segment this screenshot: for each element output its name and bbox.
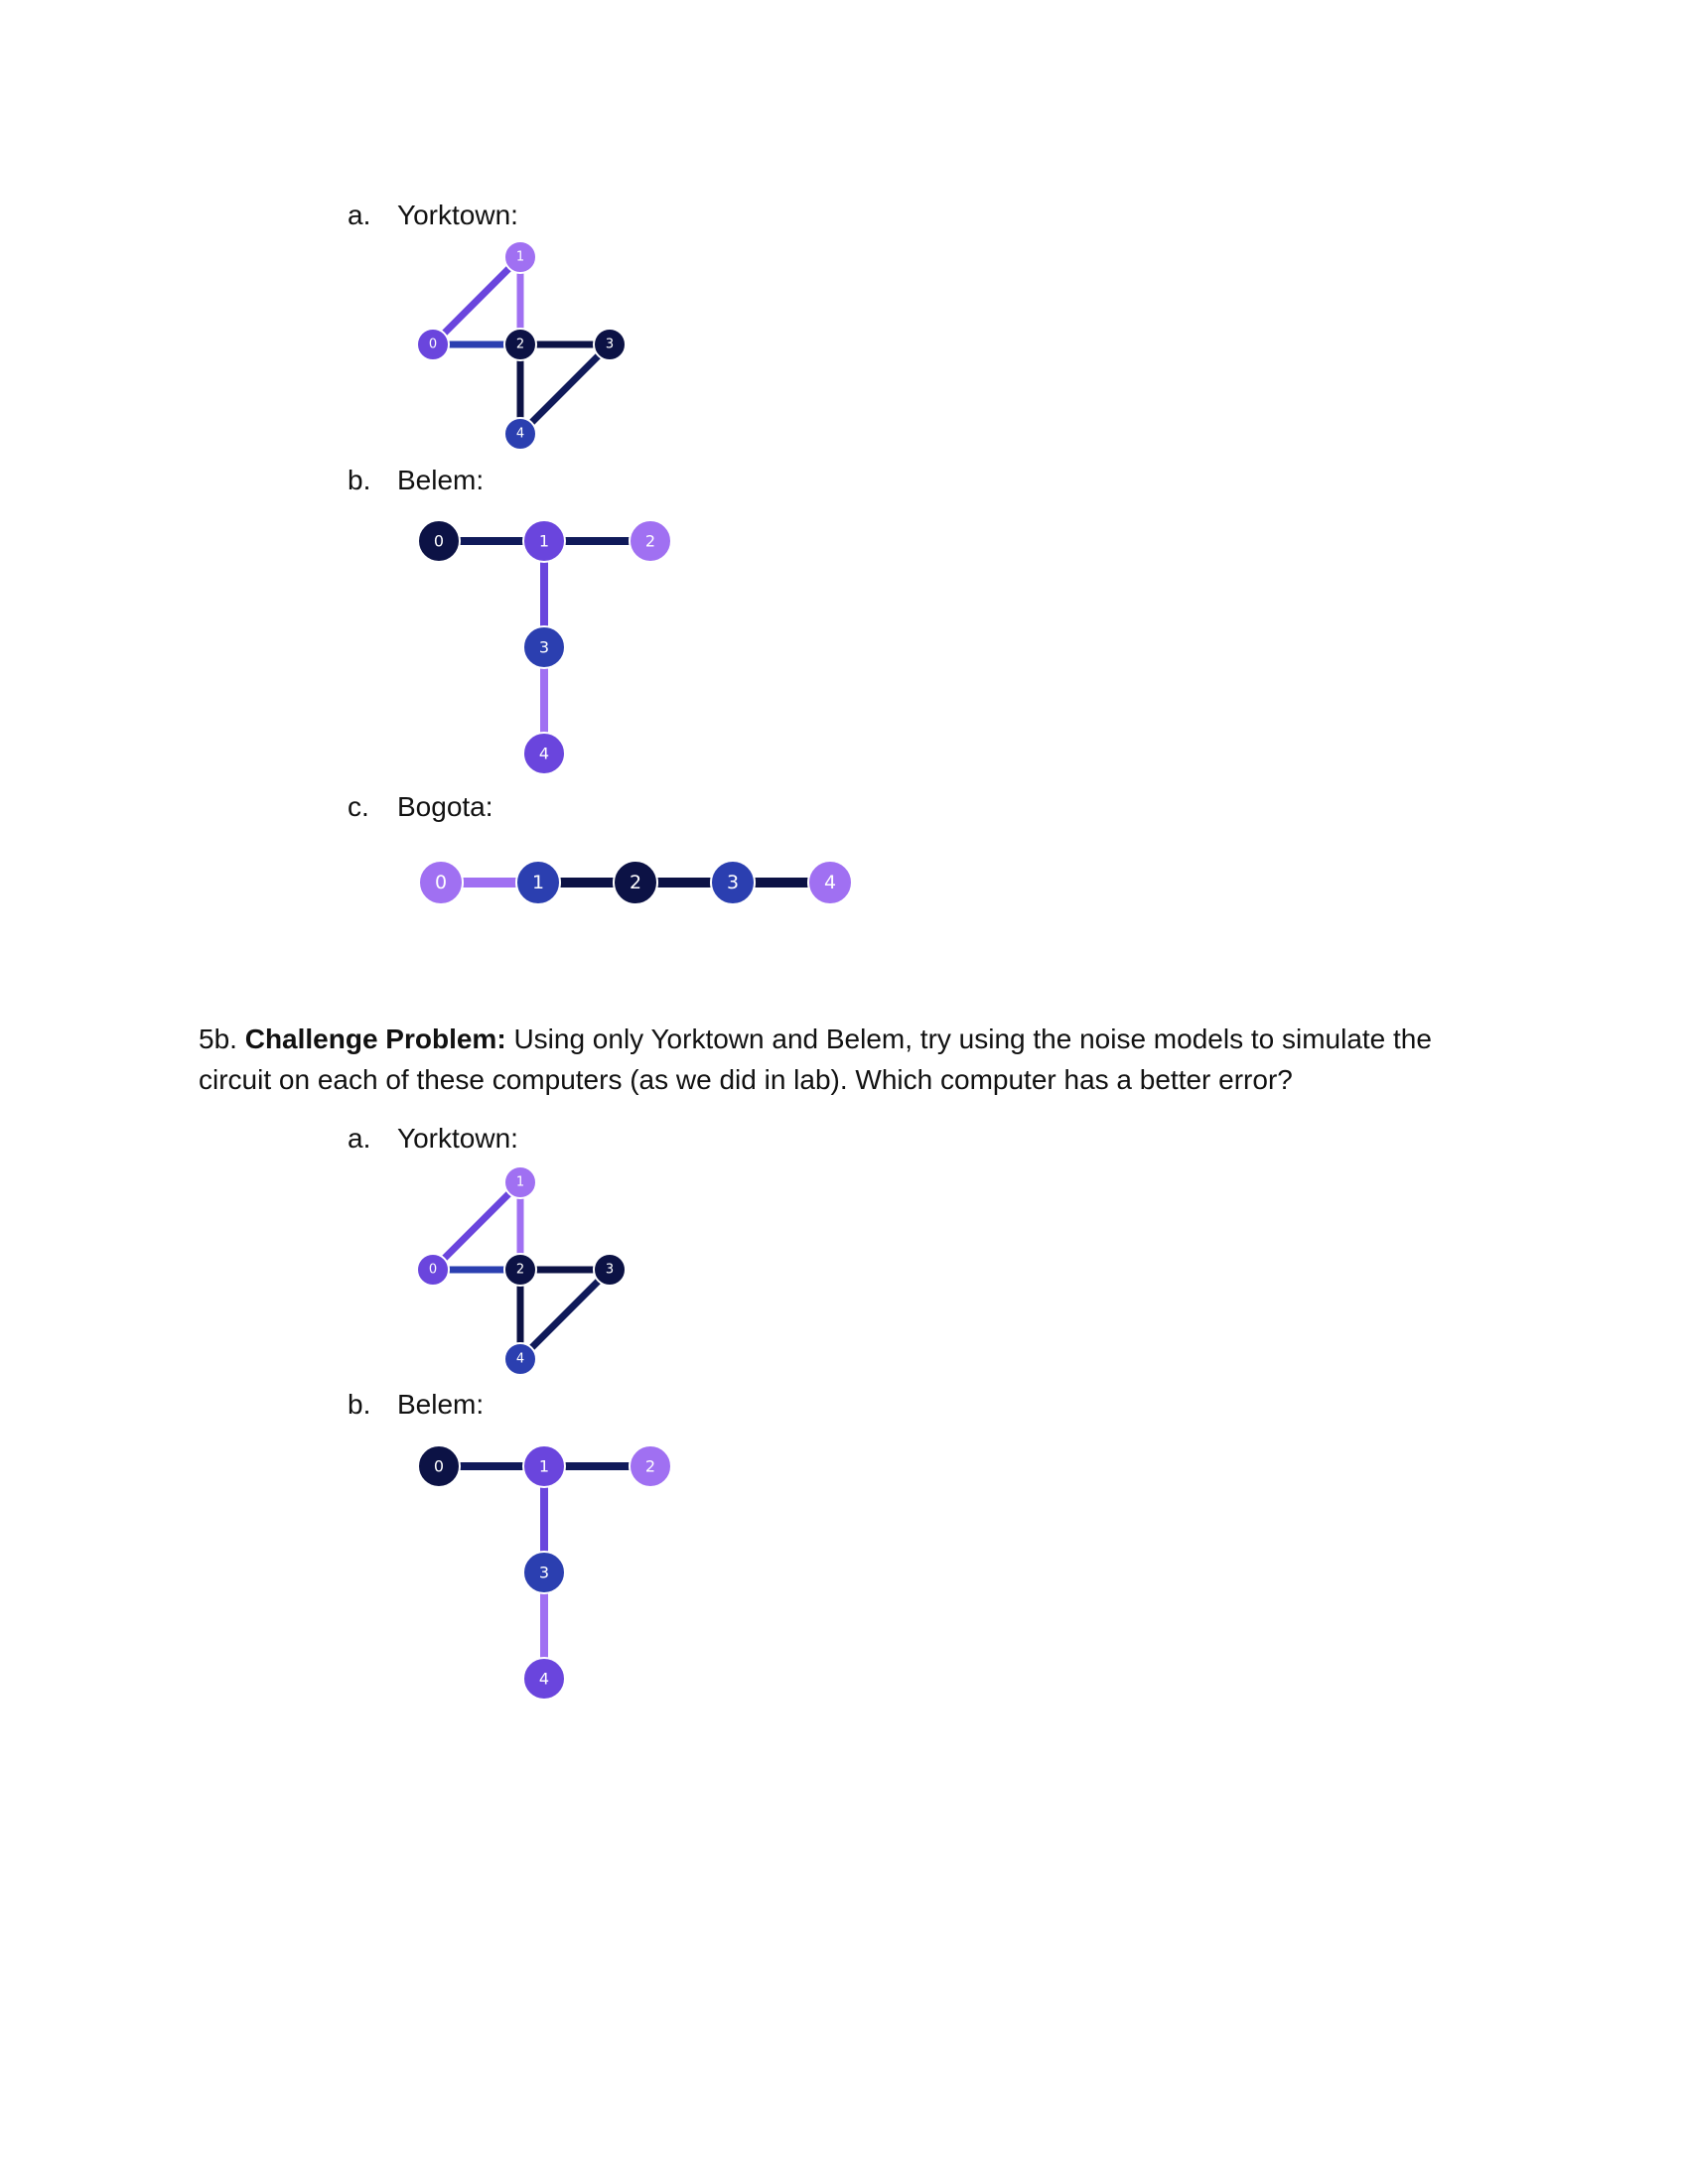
qubit-node-0: 0 xyxy=(416,328,450,361)
svg-text:1: 1 xyxy=(539,532,549,551)
item-label-belem-challenge: b. Belem: xyxy=(348,1388,484,1422)
svg-text:1: 1 xyxy=(532,872,544,893)
challenge-heading: Challenge Problem: xyxy=(244,1024,506,1054)
qubit-node-1: 1 xyxy=(503,240,537,274)
item-label-yorktown: a. Yorktown: xyxy=(348,199,518,232)
svg-text:2: 2 xyxy=(630,872,641,893)
svg-text:3: 3 xyxy=(727,872,739,893)
edge-3-4 xyxy=(517,1267,613,1362)
svg-text:4: 4 xyxy=(824,872,836,893)
qubit-node-2: 2 xyxy=(629,1444,672,1488)
qubit-node-1: 1 xyxy=(522,1444,566,1488)
item-name: Yorktown: xyxy=(397,1123,518,1154)
qubit-node-0: 0 xyxy=(416,1253,450,1287)
qubit-node-3: 3 xyxy=(522,625,566,669)
svg-text:2: 2 xyxy=(516,338,524,352)
svg-text:4: 4 xyxy=(539,745,549,763)
qubit-node-0: 0 xyxy=(417,519,461,563)
challenge-problem-paragraph: 5b. Challenge Problem: Using only Yorkto… xyxy=(199,1019,1489,1100)
svg-text:2: 2 xyxy=(645,532,655,551)
qubit-node-0: 0 xyxy=(417,1444,461,1488)
item-label-yorktown-challenge: a. Yorktown: xyxy=(348,1122,518,1156)
svg-text:1: 1 xyxy=(539,1457,549,1476)
svg-text:2: 2 xyxy=(516,1263,524,1278)
svg-text:2: 2 xyxy=(645,1457,655,1476)
item-letter: c. xyxy=(348,791,369,822)
item-label-belem: b. Belem: xyxy=(348,464,484,497)
svg-text:3: 3 xyxy=(539,638,549,657)
svg-text:1: 1 xyxy=(516,250,524,265)
item-letter: a. xyxy=(348,1123,371,1154)
edge-0-1 xyxy=(430,1179,523,1273)
qubit-node-4: 4 xyxy=(522,732,566,775)
svg-text:0: 0 xyxy=(429,1263,437,1278)
svg-text:3: 3 xyxy=(606,1263,614,1278)
qubit-node-2: 2 xyxy=(503,328,537,361)
edge-0-1 xyxy=(430,254,523,347)
qubit-node-3: 3 xyxy=(593,328,627,361)
qubit-node-0: 0 xyxy=(418,860,464,905)
qubit-node-2: 2 xyxy=(629,519,672,563)
svg-text:0: 0 xyxy=(429,338,437,352)
item-name: Yorktown: xyxy=(397,200,518,230)
svg-text:0: 0 xyxy=(434,1457,444,1476)
svg-text:4: 4 xyxy=(539,1670,549,1689)
qubit-node-4: 4 xyxy=(503,417,537,451)
qubit-node-1: 1 xyxy=(522,519,566,563)
qubit-node-2: 2 xyxy=(613,860,658,905)
item-label-bogota: c. Bogota: xyxy=(348,790,493,824)
qubit-node-1: 1 xyxy=(515,860,561,905)
svg-text:3: 3 xyxy=(539,1564,549,1582)
qubit-node-2: 2 xyxy=(503,1253,537,1287)
qubit-node-3: 3 xyxy=(522,1551,566,1594)
qubit-node-4: 4 xyxy=(503,1342,537,1376)
item-name: Belem: xyxy=(397,1389,485,1420)
svg-text:3: 3 xyxy=(606,338,614,352)
qubit-node-3: 3 xyxy=(710,860,756,905)
svg-text:4: 4 xyxy=(516,427,524,442)
item-name: Bogota: xyxy=(397,791,493,822)
item-letter: b. xyxy=(348,465,371,495)
edge-3-4 xyxy=(517,341,613,437)
svg-text:4: 4 xyxy=(516,1352,524,1367)
qubit-node-4: 4 xyxy=(807,860,853,905)
svg-text:0: 0 xyxy=(435,872,447,893)
item-letter: a. xyxy=(348,200,371,230)
problem-number: 5b. xyxy=(199,1024,237,1054)
qubit-node-4: 4 xyxy=(522,1657,566,1701)
qubit-node-1: 1 xyxy=(503,1165,537,1199)
item-name: Belem: xyxy=(397,465,485,495)
challenge-text: Using only Yorktown and Belem, try using… xyxy=(199,1024,1432,1095)
svg-text:1: 1 xyxy=(516,1175,524,1190)
item-letter: b. xyxy=(348,1389,371,1420)
qubit-node-3: 3 xyxy=(593,1253,627,1287)
svg-text:0: 0 xyxy=(434,532,444,551)
